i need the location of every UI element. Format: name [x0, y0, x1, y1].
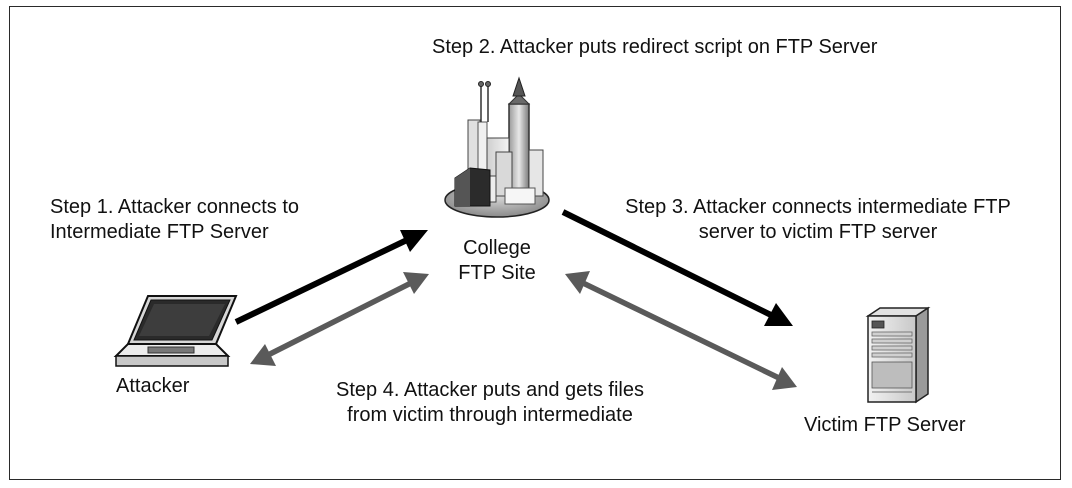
step3-line1: Step 3. Attacker connects intermediate F…	[625, 196, 1011, 218]
attacker-label: Attacker	[116, 375, 190, 397]
step3-label: Step 3. Attacker connects intermediate F…	[603, 195, 1033, 245]
step4-line1: Step 4. Attacker puts and gets files	[336, 379, 644, 401]
arrow-step4-left	[250, 272, 429, 366]
arrow-step1	[234, 230, 428, 325]
arrow-step4-right	[565, 271, 797, 390]
step1-line1: Step 1. Attacker connects to	[50, 196, 300, 218]
step1-label: Step 1. Attacker connects to Intermediat…	[50, 195, 299, 245]
step4-line2: from victim through intermediate	[347, 404, 633, 426]
step1-line2: Intermediate FTP Server	[50, 221, 269, 243]
laptop-icon	[113, 295, 238, 367]
college-label-line1: College	[463, 237, 531, 259]
step3-line2: server to victim FTP server	[698, 221, 938, 243]
city-buildings-icon	[444, 76, 550, 218]
college-label-line2: FTP Site	[458, 262, 536, 284]
step2-label: Step 2. Attacker puts redirect script on…	[432, 36, 878, 58]
victim-ftp-server-label: Victim FTP Server	[804, 414, 966, 436]
step4-label: Step 4. Attacker puts and gets files fro…	[300, 378, 680, 428]
college-ftp-site-label: College FTP Site	[420, 236, 574, 286]
server-tower-icon	[865, 306, 931, 404]
arrow-step3	[561, 209, 793, 326]
